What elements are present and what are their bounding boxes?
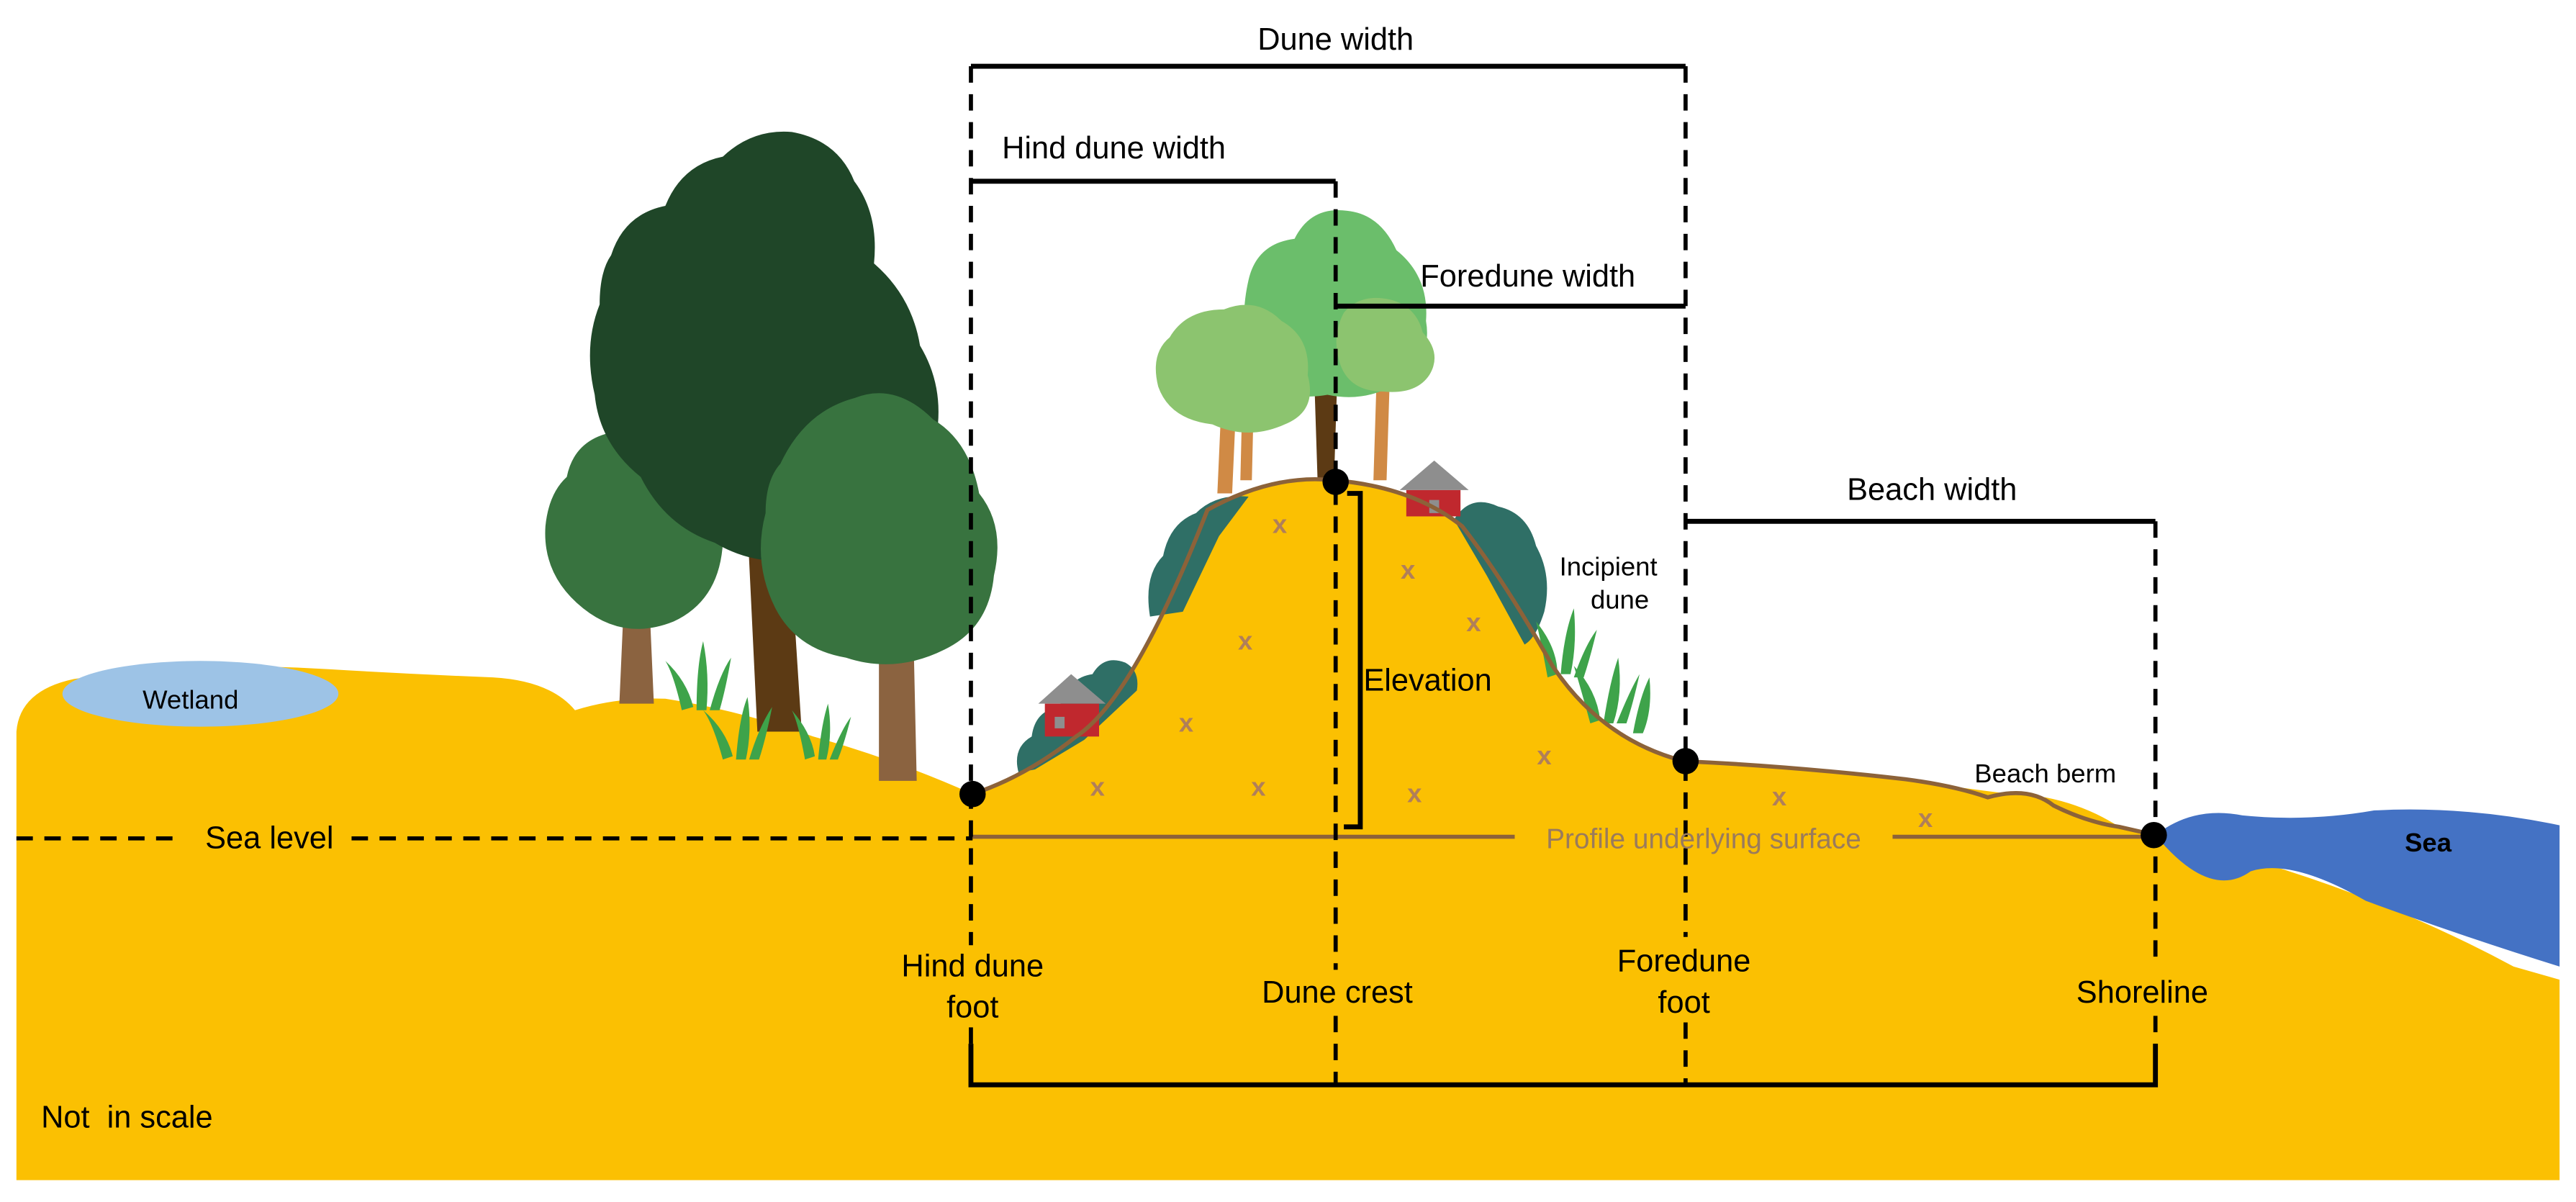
vegetation-marker: x: [1401, 555, 1416, 584]
dune-crest-marker: [1322, 469, 1349, 495]
vegetation-marker: x: [1273, 509, 1288, 538]
vegetation-marker: x: [1537, 741, 1552, 770]
sand-ground: [16, 479, 2560, 1180]
incipient-dune-label-line2: dune: [1591, 584, 1649, 614]
dune-tree-group: [1155, 210, 1435, 494]
tree-canopy-icon: [1155, 304, 1311, 433]
vegetation-marker: x: [1179, 708, 1194, 737]
beach-berm-label: Beach berm: [1974, 759, 2116, 788]
elevation-bracket: [1344, 491, 1363, 830]
tree-canopy-icon: [761, 393, 998, 664]
foredune-width-label: Foredune width: [1420, 259, 1635, 294]
house-icon: [1038, 674, 1106, 737]
hind-dune-width-label: Hind dune width: [1002, 131, 1226, 166]
sea: [2155, 809, 2560, 967]
left-tree-group: [545, 131, 998, 781]
hind-dune-foot-label-line1: Hind dune: [901, 949, 1044, 984]
foredune-foot-label-line2: foot: [1658, 985, 1709, 1020]
wetland-label: Wetland: [143, 685, 238, 715]
hind-dune-foot-label-line2: foot: [946, 990, 998, 1025]
grass-icon: [665, 641, 851, 760]
measurement-lines: [968, 63, 2159, 1088]
shoreline-label: Shoreline: [2076, 975, 2208, 1010]
not-in-scale-label: Not in scale: [41, 1101, 213, 1135]
dune-width-label: Dune width: [1257, 22, 1414, 57]
incipient-dune-label-line1: Incipient: [1560, 552, 1658, 582]
foredune-foot-marker: [1672, 748, 1699, 774]
vegetation-markers: x x x x x x x x x x x: [1090, 509, 1933, 833]
trunk-icon: [1217, 419, 1236, 494]
trunk-icon: [1314, 378, 1337, 481]
hind-dune-foot-marker: [959, 780, 986, 808]
elevation-label: Elevation: [1363, 663, 1491, 697]
tree-canopy-icon: [1336, 297, 1435, 392]
profile-underlying-surface-label: Profile underlying surface: [1546, 824, 1861, 855]
grass-icon: [1536, 608, 1650, 733]
trunk-icon: [1373, 375, 1391, 481]
shrub-icon: [1454, 502, 1547, 645]
trunk-icon: [879, 633, 917, 781]
beach-width-label: Beach width: [1847, 473, 2017, 507]
vegetation-marker: x: [1466, 607, 1481, 637]
house-icon: [1399, 460, 1469, 517]
wetland: [62, 661, 339, 727]
vegetation-marker: x: [1238, 625, 1253, 655]
vegetation-marker: x: [1918, 803, 1933, 833]
vegetation-marker: x: [1090, 772, 1106, 801]
vegetation-marker: x: [1407, 779, 1422, 808]
sea-label: Sea: [2405, 828, 2452, 857]
vegetation-marker: x: [1251, 772, 1266, 801]
dune-crest-label: Dune crest: [1262, 975, 1413, 1010]
dune-surface-profile: [972, 476, 2156, 838]
shoreline-marker: [2141, 821, 2167, 849]
vegetation-marker: x: [1772, 782, 1787, 811]
foredune-foot-label-line1: Foredune: [1617, 944, 1751, 979]
sea-level-label: Sea level: [205, 821, 333, 856]
